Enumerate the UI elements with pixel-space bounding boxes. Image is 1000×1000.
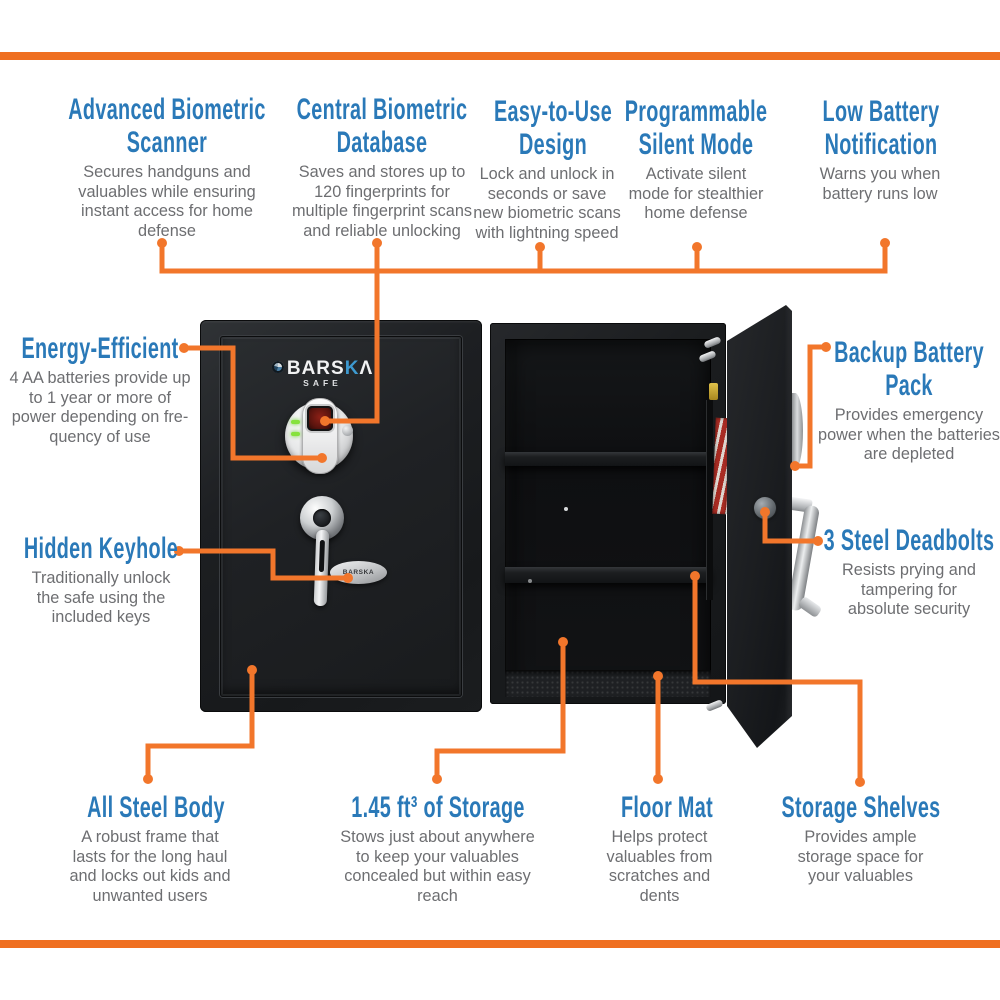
barska-nameplate: BARSKA	[330, 561, 387, 584]
feature-description: Activate silent mode for stealthier home…	[628, 165, 764, 222]
feature-description: Warns you when battery runs low	[819, 165, 941, 203]
feature-title: All Steel Body	[86, 791, 225, 824]
feature-title: Energy-Efficient	[21, 332, 179, 365]
feature-programmable-silent-mode: Programmable Silent Mode Activate silent…	[605, 95, 787, 224]
logo-subtext: SAFE	[303, 378, 342, 388]
floor-mat	[505, 670, 711, 697]
feature-floor-mat: Floor Mat Helps protect valuables from s…	[582, 791, 737, 906]
status-led-icon	[291, 420, 300, 424]
open-safe-photo	[490, 323, 730, 704]
feature-description: Helps protect valuables from scratches a…	[606, 828, 713, 905]
feature-description: Traditionally unlock the safe using the …	[31, 569, 171, 626]
feature-description: Resists prying and tampering for absolut…	[842, 561, 976, 618]
bottom-accent-bar	[0, 940, 1000, 948]
feature-easy-to-use-design: Easy-to-Use Design Lock and unlock in se…	[452, 95, 642, 243]
feature-description: Secures handguns and valuables while ens…	[78, 163, 256, 240]
feature-steel-deadbolts: 3 Steel Deadbolts Resists prying and tam…	[820, 524, 998, 620]
feature-title: 1.45 ft³ of Storage	[350, 791, 525, 824]
feature-title: Hidden Keyhole	[23, 532, 179, 565]
battery-clip	[709, 383, 718, 400]
logo-text: BARS	[286, 358, 345, 379]
fingerprint-window	[307, 406, 333, 431]
feature-description: Saves and stores up to 120 fingerprints …	[291, 163, 473, 240]
feature-hidden-keyhole: Hidden Keyhole Traditionally unlock the …	[12, 532, 190, 628]
feature-description: 4 AA batteries provide up to 1 year or m…	[9, 369, 191, 446]
feature-description: Provides ample storage space for your va…	[797, 828, 924, 885]
feature-title: Low Battery Notification	[822, 95, 940, 161]
feature-all-steel-body: All Steel Body A robust frame that lasts…	[40, 791, 260, 906]
keyhole-ring	[300, 496, 344, 540]
feature-title: Easy-to-Use Design	[493, 95, 612, 161]
status-led-icon	[291, 432, 300, 436]
feature-description: Lock and unlock in seconds or save new b…	[473, 165, 621, 242]
feature-title: Central Biometric Database	[296, 93, 468, 159]
key-slot-icon	[318, 539, 325, 573]
feature-title: 3 Steel Deadbolts	[823, 524, 995, 557]
feature-energy-efficient: Energy-Efficient 4 AA batteries provide …	[5, 332, 195, 447]
feature-central-biometric-database: Central Biometric Database Saves and sto…	[272, 93, 492, 241]
safe-interior	[505, 339, 711, 697]
logo-text-end: Λ	[359, 358, 374, 379]
door-lock-knob	[754, 497, 776, 519]
door-handle-foot	[797, 595, 823, 619]
closed-safe-photo: BARSKΛ SAFE BARSKA	[200, 320, 482, 712]
feature-storage-shelves: Storage Shelves Provides ample storage s…	[768, 791, 953, 887]
feature-low-battery-notification: Low Battery Notification Warns you when …	[790, 95, 970, 204]
feature-title: Floor Mat	[621, 791, 714, 824]
feature-title: Programmable Silent Mode	[624, 95, 768, 161]
logo-text-accent: K	[344, 358, 360, 379]
top-accent-bar	[0, 52, 1000, 60]
keyhole-cover-lever	[313, 529, 330, 607]
keyhole-icon	[313, 509, 331, 527]
back-wall-bolt	[528, 579, 532, 583]
scanner-button	[342, 425, 353, 436]
storage-shelf	[505, 452, 711, 466]
feature-backup-battery-pack: Backup Battery Pack Provides emergency p…	[818, 336, 1000, 465]
open-safe-door	[727, 305, 792, 748]
feature-title: Storage Shelves	[780, 791, 941, 824]
feature-title: Advanced Biometric Scanner	[68, 93, 266, 159]
feature-description: A robust frame that lasts for the long h…	[69, 828, 231, 905]
feature-advanced-biometric-scanner: Advanced Biometric Scanner Secures handg…	[57, 93, 277, 241]
interior-rod	[706, 400, 713, 600]
feature-description: Provides emergency power when the batter…	[818, 406, 1000, 463]
fingerprint-scanner-unit	[285, 398, 355, 474]
feature-title: Backup Battery Pack	[834, 336, 984, 402]
back-wall-bolt	[564, 507, 568, 511]
feature-storage-volume: 1.45 ft³ of Storage Stows just about any…	[325, 791, 550, 906]
barska-logo: BARSKΛ	[260, 358, 385, 380]
storage-shelf	[505, 567, 711, 583]
barska-emblem-icon	[271, 361, 284, 373]
feature-description: Stows just about anywhere to keep your v…	[340, 828, 535, 905]
